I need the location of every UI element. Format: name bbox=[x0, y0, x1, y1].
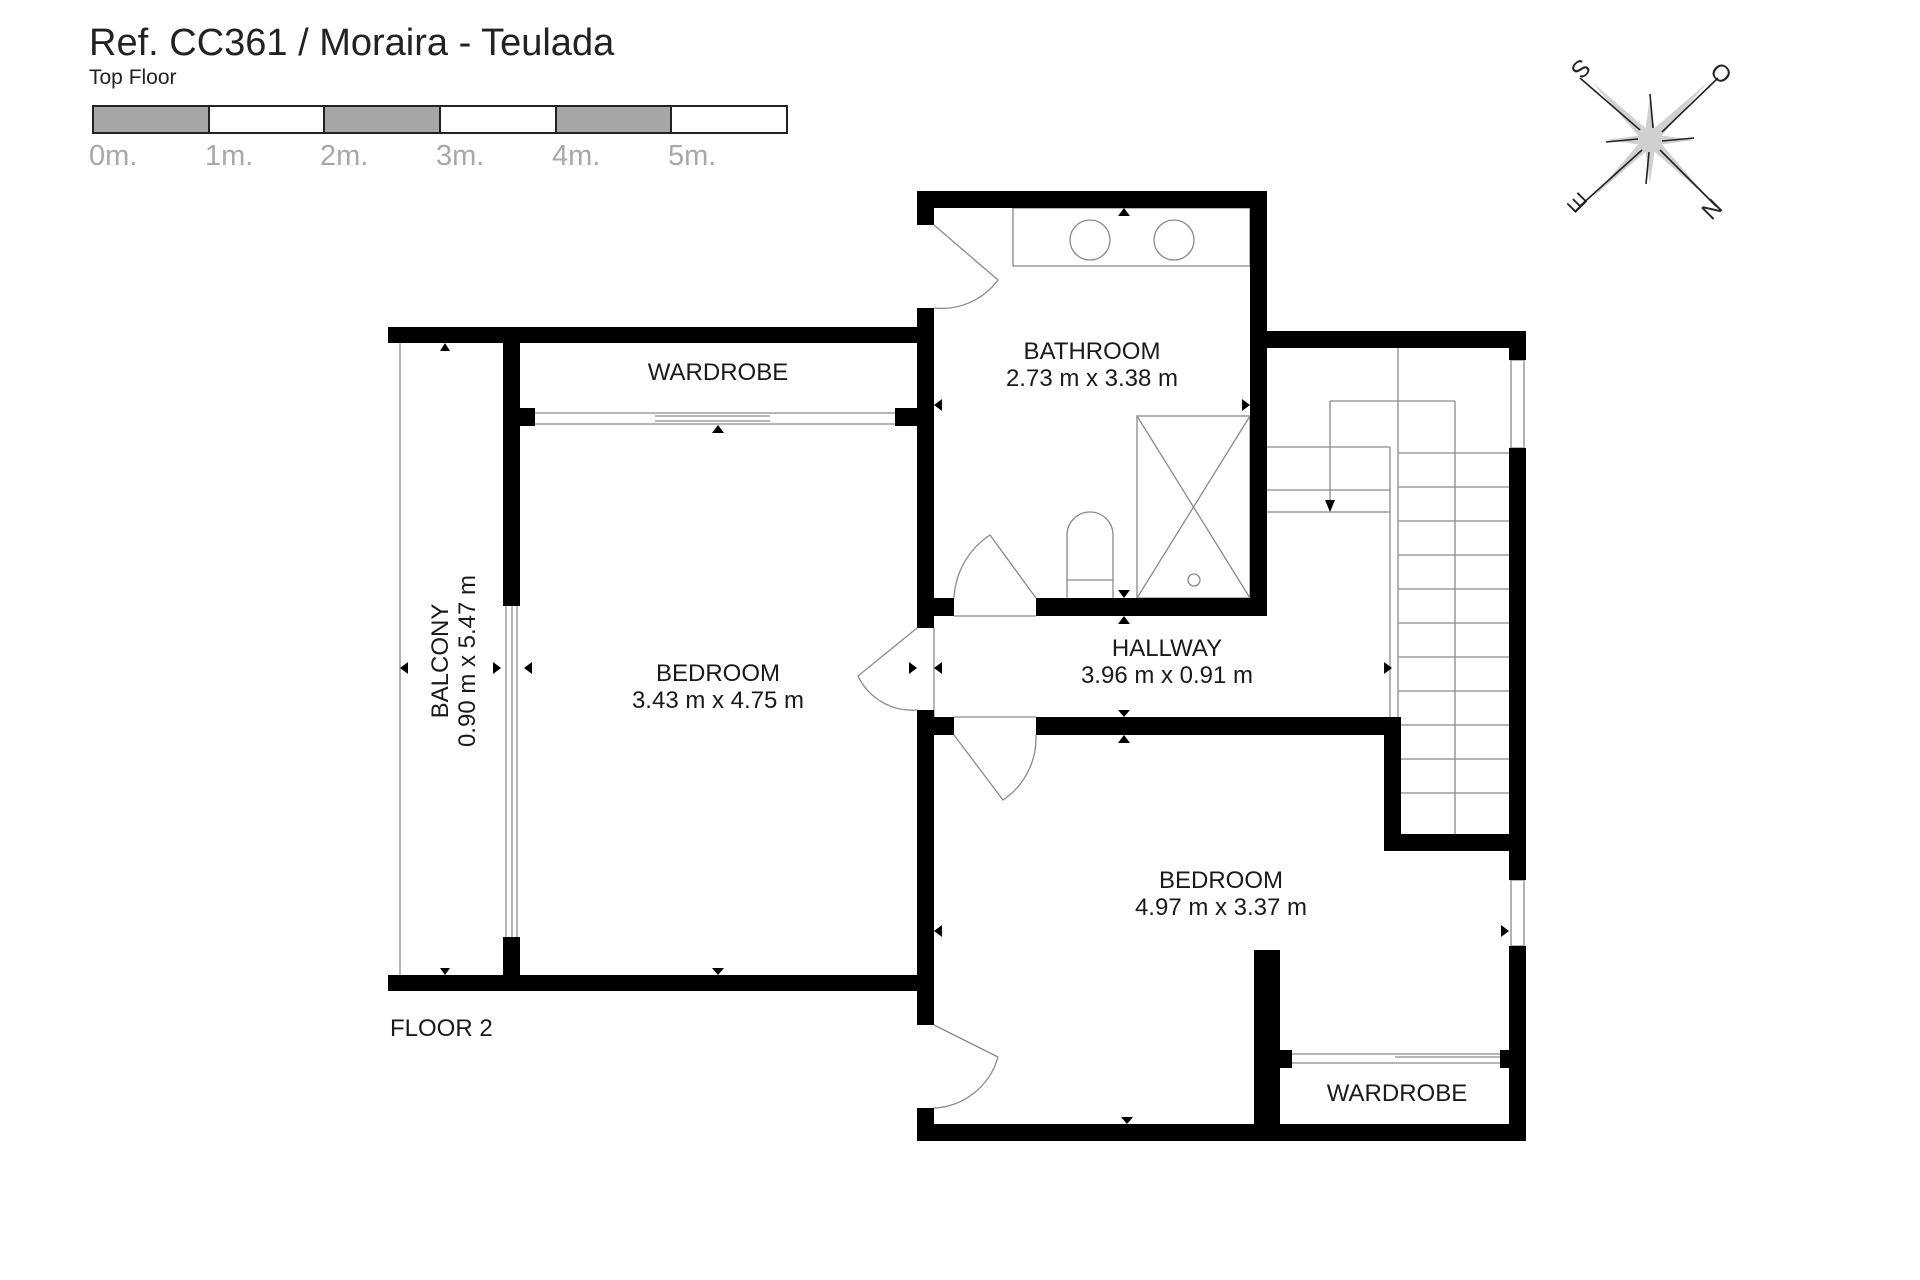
room-name: BEDROOM bbox=[1158, 867, 1284, 894]
scale-label: 1m. bbox=[205, 140, 254, 172]
room-label-bedroom-1: BEDROOM 3.43 m x 4.75 m bbox=[632, 660, 804, 714]
room-label-hallway: HALLWAY 3.96 m x 0.91 m bbox=[1081, 635, 1253, 689]
room-name: BEDROOM bbox=[655, 660, 781, 687]
room-name: BALCONY bbox=[427, 603, 454, 719]
room-label-balcony: BALCONY 0.90 m x 5.47 m bbox=[427, 575, 481, 747]
plan-title: Ref. CC361 / Moraira - Teulada bbox=[89, 22, 615, 64]
scale-label: 3m. bbox=[436, 140, 485, 172]
room-name: BATHROOM bbox=[1023, 338, 1161, 365]
scale-segment bbox=[672, 107, 787, 132]
room-label-bathroom: BATHROOM 2.73 m x 3.38 m bbox=[1006, 338, 1178, 392]
scale-segment bbox=[325, 107, 442, 132]
plan-subtitle: Top Floor bbox=[89, 66, 177, 89]
scale-segment bbox=[209, 107, 326, 132]
scale-label: 0m. bbox=[89, 140, 138, 172]
room-label-wardrobe-2: WARDROBE bbox=[1327, 1080, 1467, 1107]
scale-segment bbox=[556, 107, 673, 132]
room-dimensions: 3.96 m x 0.91 m bbox=[1080, 662, 1254, 689]
room-label-bedroom-2: BEDROOM 4.97 m x 3.37 m bbox=[1135, 867, 1307, 921]
scale-label: 4m. bbox=[552, 140, 601, 172]
scale-bar bbox=[92, 105, 788, 134]
room-dimensions: 0.90 m x 5.47 m bbox=[454, 574, 481, 748]
room-name: HALLWAY bbox=[1111, 635, 1223, 662]
room-dimensions: 3.43 m x 4.75 m bbox=[631, 687, 805, 714]
room-label-wardrobe-1: WARDROBE bbox=[648, 359, 788, 386]
scale-label: 5m. bbox=[668, 140, 717, 172]
scale-segment bbox=[441, 107, 557, 132]
scale-segment bbox=[94, 107, 210, 132]
room-dimensions: 2.73 m x 3.38 m bbox=[1005, 365, 1179, 392]
room-dimensions: 4.97 m x 3.37 m bbox=[1134, 894, 1308, 921]
room-name: WARDROBE bbox=[1326, 1080, 1468, 1107]
scale-label: 2m. bbox=[320, 140, 369, 172]
room-name: WARDROBE bbox=[647, 359, 789, 386]
compass-rose-icon bbox=[1579, 77, 1719, 207]
floor-label: FLOOR 2 bbox=[390, 1015, 493, 1042]
